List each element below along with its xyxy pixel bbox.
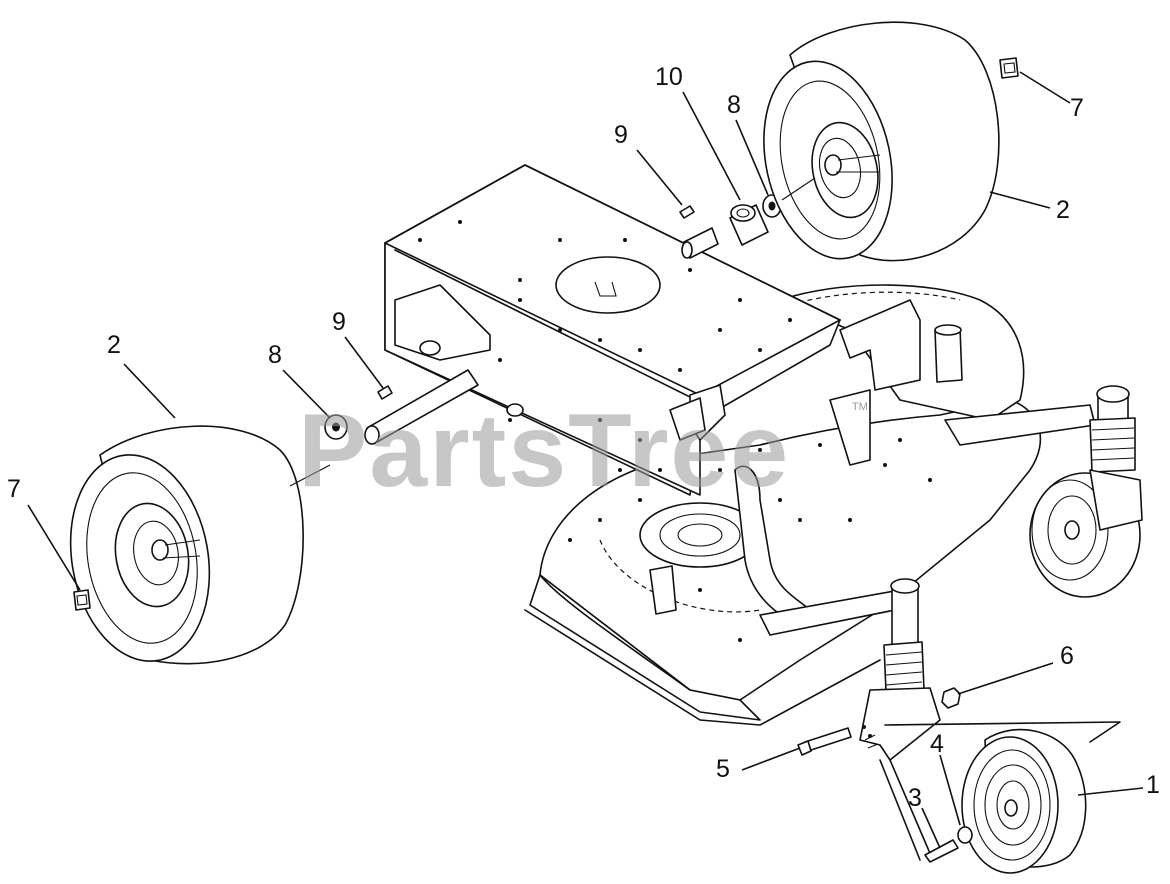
leader-lines (27, 71, 1144, 849)
callout-labels: 10 8 9 7 2 2 9 8 7 6 5 4 3 1 (7, 63, 1160, 812)
right-axle-centerline (781, 177, 816, 201)
caster-bolt (797, 727, 852, 756)
main-frame (384, 164, 841, 496)
spacer-tube (729, 204, 769, 246)
valve-clip-upper (999, 57, 1019, 79)
callout-2-upper: 2 (1056, 196, 1070, 224)
callout-10: 10 (655, 63, 683, 91)
callout-6: 6 (1060, 642, 1074, 670)
callout-8-lower: 8 (268, 341, 282, 369)
left-axle-centerline (289, 464, 331, 487)
wheel-axle-bolt (924, 839, 959, 863)
callout-1: 1 (1146, 771, 1160, 799)
right-axle-shaft (681, 227, 719, 259)
valve-clip-lower (73, 589, 91, 611)
watermark-text: PartsTree (298, 393, 790, 509)
callout-9-lower: 9 (332, 308, 346, 336)
wheel-bushing (957, 826, 973, 844)
caster-right-mounted (1029, 385, 1143, 598)
caster-fork-exploded (859, 578, 941, 861)
callout-7-upper: 7 (1070, 94, 1084, 122)
left-axle-shaft (364, 369, 479, 445)
callout-5: 5 (716, 755, 730, 783)
callout-2-lower: 2 (107, 331, 121, 359)
callout-4: 4 (930, 730, 944, 758)
rear-tire-left (69, 425, 304, 665)
callout-7-lower: 7 (7, 475, 21, 503)
lock-nut (941, 687, 961, 709)
rear-tire-right (763, 21, 1000, 262)
callout-9-upper: 9 (614, 121, 628, 149)
watermark: PartsTree TM (298, 393, 868, 509)
roll-pin-lower (377, 385, 393, 400)
callout-3: 3 (908, 784, 922, 812)
roll-pin-upper (679, 205, 695, 219)
callout-8-upper: 8 (727, 91, 741, 119)
fork-outline (884, 721, 1121, 743)
washer-lower (324, 414, 348, 440)
front-caster-wheel (961, 728, 1087, 874)
watermark-trademark: TM (852, 401, 868, 413)
